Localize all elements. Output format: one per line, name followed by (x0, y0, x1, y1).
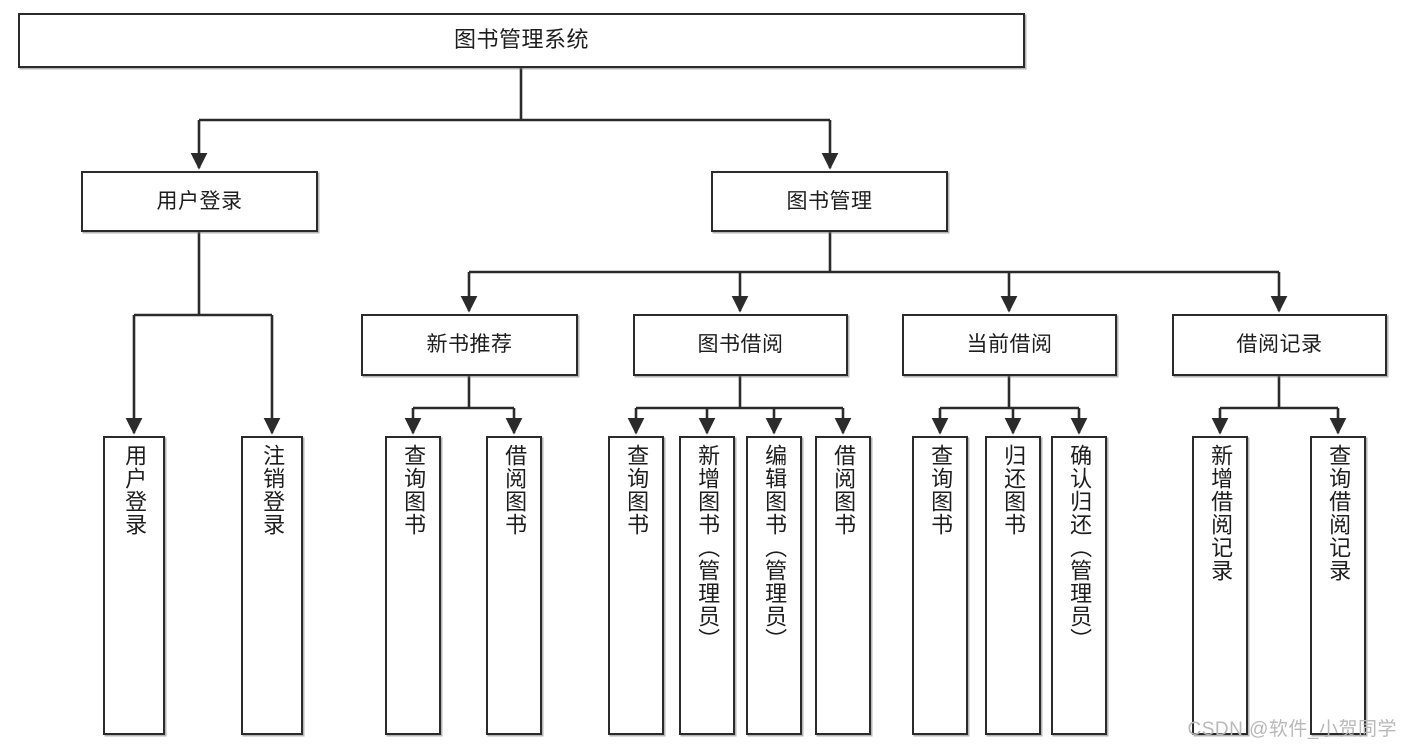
leaf-logout[interactable]: 注销登录 (241, 436, 303, 735)
node-label: 新书推荐 (426, 333, 513, 357)
node-label: 借阅记录 (1236, 333, 1323, 357)
leaf-return-book[interactable]: 归还图书 (985, 436, 1041, 735)
leaf-query-borrow-record[interactable]: 查询借阅记录 (1310, 436, 1366, 735)
node-label: 借阅图书 (502, 444, 528, 536)
leaf-borrow-book[interactable]: 借阅图书 (815, 436, 871, 735)
node-user-login[interactable]: 用户登录 (81, 171, 318, 232)
node-label: 借阅图书 (831, 444, 857, 536)
leaf-query-book-current[interactable]: 查询图书 (912, 436, 968, 735)
leaf-confirm-return-admin[interactable]: 确认归还（管理员） (1051, 436, 1107, 735)
node-label: 注销登录 (260, 444, 286, 536)
node-label: 查询图书 (928, 444, 954, 536)
node-label: 图书管理 (786, 189, 873, 213)
leaf-add-borrow-record[interactable]: 新增借阅记录 (1192, 436, 1248, 735)
node-new-book-recommend[interactable]: 新书推荐 (361, 314, 578, 376)
node-label: 查询借阅记录 (1326, 444, 1352, 582)
node-label: 编辑图书（管理员） (762, 444, 788, 651)
node-label: 图书管理系统 (453, 27, 589, 53)
leaf-edit-book-admin[interactable]: 编辑图书（管理员） (746, 436, 802, 735)
node-root-system[interactable]: 图书管理系统 (18, 13, 1025, 68)
node-label: 图书借阅 (697, 333, 784, 357)
node-label: 查询图书 (624, 444, 650, 536)
leaf-user-login[interactable]: 用户登录 (103, 436, 165, 735)
node-borrow-record[interactable]: 借阅记录 (1172, 314, 1387, 376)
node-label: 查询图书 (401, 444, 427, 536)
node-label: 用户登录 (122, 444, 148, 536)
node-label: 归还图书 (1001, 444, 1027, 536)
node-current-borrow[interactable]: 当前借阅 (902, 314, 1117, 376)
node-book-borrow[interactable]: 图书借阅 (633, 314, 848, 376)
node-label: 新增图书（管理员） (695, 444, 721, 651)
leaf-query-book-rec[interactable]: 查询图书 (385, 436, 441, 735)
node-label: 新增借阅记录 (1208, 444, 1234, 582)
leaf-borrow-book-rec[interactable]: 借阅图书 (486, 436, 542, 735)
leaf-add-book-admin[interactable]: 新增图书（管理员） (679, 436, 735, 735)
node-book-management[interactable]: 图书管理 (711, 171, 948, 232)
node-label: 确认归还（管理员） (1067, 444, 1093, 651)
watermark: CSDN @软件_小贺同学 (1187, 719, 1397, 740)
node-label: 用户登录 (156, 189, 243, 213)
node-label: 当前借阅 (966, 333, 1053, 357)
leaf-query-book-borrow[interactable]: 查询图书 (608, 436, 664, 735)
